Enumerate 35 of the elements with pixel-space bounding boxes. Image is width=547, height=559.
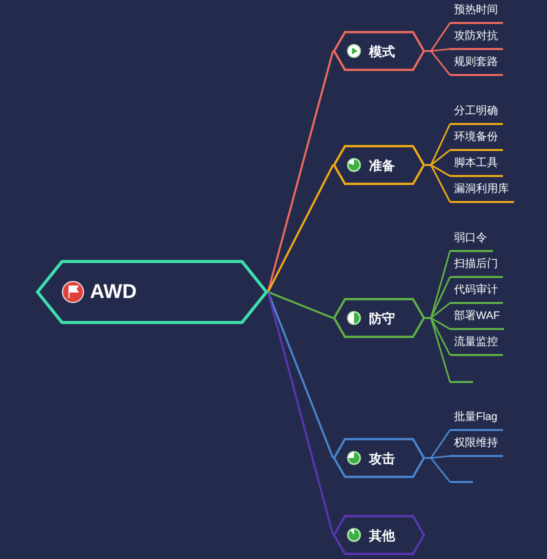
leaf-label: 预热时间 [454, 5, 498, 16]
topic-label: 其他 [369, 528, 395, 542]
connector-line [425, 317, 451, 382]
leaf-label: 脚本工具 [454, 158, 498, 169]
leaf-label: 流量监控 [454, 337, 498, 348]
topic-label: 攻击 [369, 452, 395, 464]
connector-line [267, 292, 334, 458]
leaf-label: 攻防对抗 [454, 31, 498, 42]
connector-line [268, 291, 334, 319]
connector-line [425, 164, 451, 202]
topic-hexagon [333, 438, 425, 478]
leaf-label: 分工明确 [454, 106, 498, 117]
topic-hexagon [333, 515, 425, 555]
leaf-label: 权限维持 [454, 438, 498, 449]
connector-line [425, 50, 451, 76]
leaf-label: 环境备份 [454, 132, 498, 143]
connector-line [267, 292, 334, 536]
connector-line [267, 164, 334, 292]
connector-line [267, 50, 334, 292]
topic-hexagon [333, 298, 425, 338]
leaf-label: 代码审计 [454, 285, 498, 296]
topic-label: 准备 [369, 158, 395, 172]
connector-line [425, 457, 451, 482]
leaf-label: 漏洞利用库 [454, 184, 509, 195]
topic-label: 模式 [369, 44, 395, 58]
topic-label: 防守 [369, 312, 395, 324]
topic-hexagon [333, 31, 425, 71]
leaf-label: 弱口令 [454, 233, 487, 244]
leaf-label: 规则套路 [454, 57, 498, 68]
leaf-label: 部署WAF [454, 311, 500, 322]
leaf-label: 批量Flag [454, 412, 498, 423]
root-hexagon [36, 260, 268, 324]
topic-hexagon [333, 145, 425, 185]
leaf-label: 扫描后门 [454, 259, 498, 270]
root-label: AWD [90, 282, 137, 302]
